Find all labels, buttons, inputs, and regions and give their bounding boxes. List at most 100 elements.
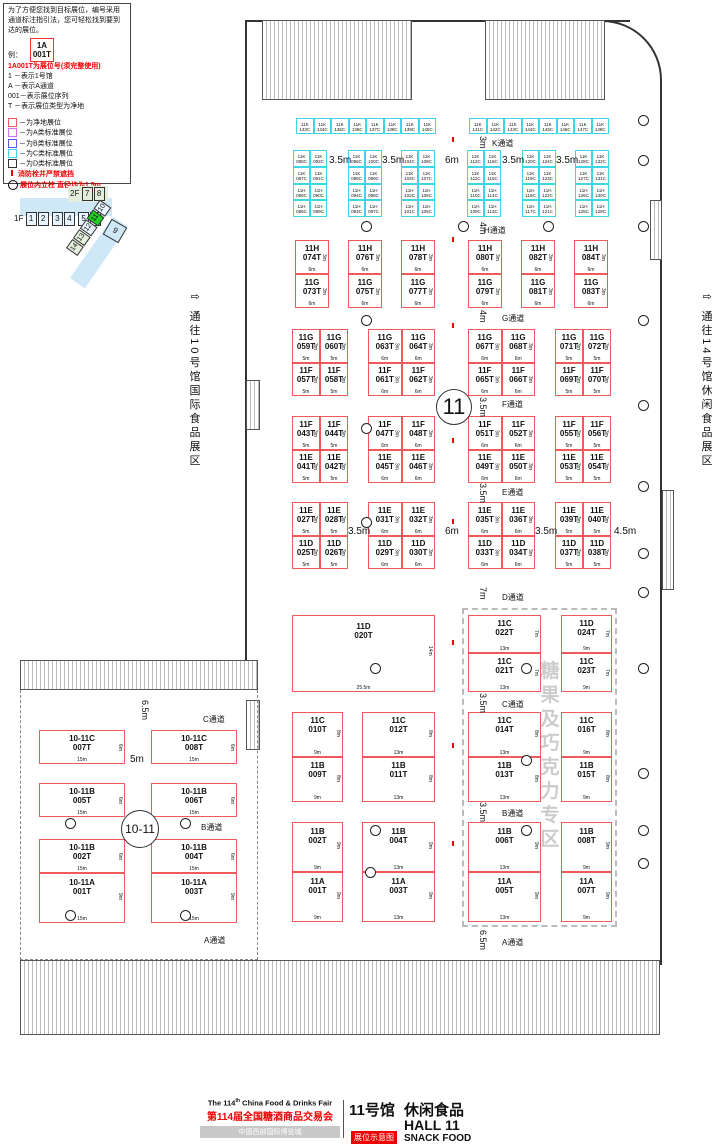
minimap-hall-3[interactable]: 3 — [51, 212, 63, 226]
minimap-hall-2[interactable]: 2 — [37, 212, 49, 226]
minimap-hall-7[interactable]: 7 — [81, 187, 93, 201]
minimap-hall-4[interactable]: 4 — [63, 212, 75, 226]
